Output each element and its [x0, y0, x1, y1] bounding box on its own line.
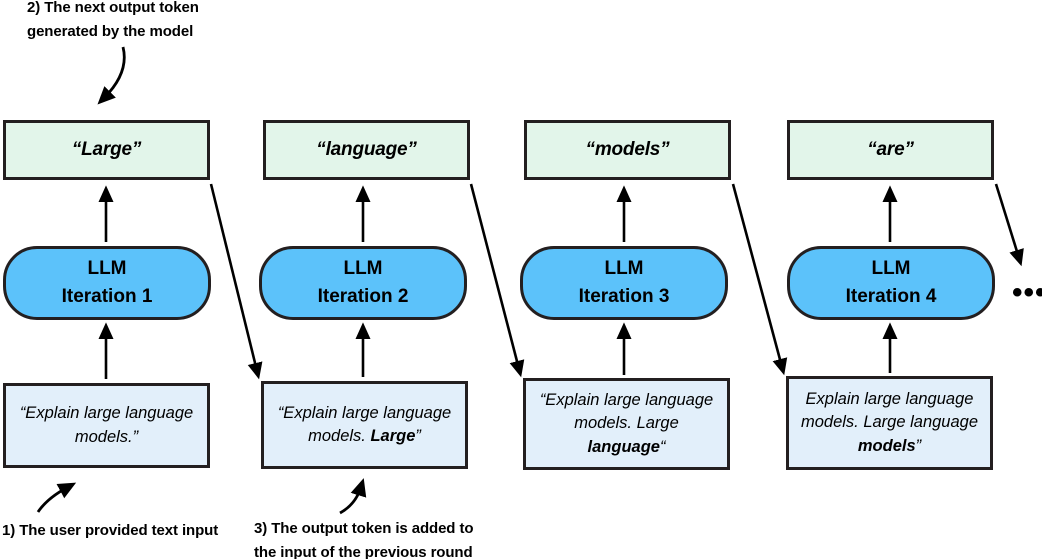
arrow-token-to-next-input-2 [469, 183, 525, 378]
llm-label-2-line2: Iteration 2 [317, 286, 409, 307]
callout-arrow-note3 [339, 478, 367, 515]
llm-label-3-line1: LLM [604, 258, 644, 280]
token-box-4: “are” [787, 120, 994, 180]
token-label-4: “are” [867, 138, 914, 160]
input-box-2: “Explain large language models. Large” [261, 381, 468, 469]
llm-box-4: LLM Iteration 4 [787, 246, 995, 320]
input-box-3: “Explain large language models. Large la… [523, 378, 730, 470]
token-label-1: “Large” [71, 138, 142, 160]
input-text-3: “Explain large language models. Large la… [539, 390, 714, 456]
arrow-token-to-ellipsis-4 [994, 183, 1024, 267]
token-label-3: “models” [585, 138, 670, 160]
llm-label-4-line1: LLM [871, 258, 911, 280]
token-box-1: “Large” [3, 120, 210, 180]
arrow-token-to-next-input-1 [209, 183, 263, 380]
llm-label-1-line2: Iteration 1 [61, 286, 153, 307]
annotation-next-output-token: 2) The next output token generated by th… [27, 0, 199, 41]
llm-label-1-line1: LLM [87, 258, 127, 280]
llm-box-1: LLM Iteration 1 [3, 246, 211, 320]
input-box-1: “Explain large language models.” [3, 383, 210, 468]
llm-label-2-line1: LLM [343, 258, 383, 280]
llm-box-2: LLM Iteration 2 [259, 246, 467, 320]
llm-label-3-line2: Iteration 3 [578, 286, 670, 307]
input-box-4: Explain large language models. Large lan… [786, 376, 993, 470]
token-box-2: “language” [263, 120, 470, 180]
input-text-4: Explain large language models. Large lan… [800, 389, 979, 455]
token-box-3: “models” [524, 120, 731, 180]
input-text-2: “Explain large language models. Large” [277, 403, 452, 445]
arrow-token-to-next-input-3 [731, 183, 788, 376]
annotation-user-text-input: 1) The user provided text input [2, 522, 219, 539]
input-text-1: “Explain large language models.” [19, 404, 194, 446]
annotation-output-token-added: 3) The output token is added to the inpu… [254, 520, 474, 559]
ellipsis-more-iterations: ••• [1012, 276, 1042, 309]
token-label-2: “language” [316, 138, 417, 160]
callout-arrow-note1 [36, 482, 77, 513]
callout-arrow-note2 [97, 46, 126, 105]
llm-box-3: LLM Iteration 3 [520, 246, 728, 320]
llm-label-4-line2: Iteration 4 [845, 286, 937, 307]
